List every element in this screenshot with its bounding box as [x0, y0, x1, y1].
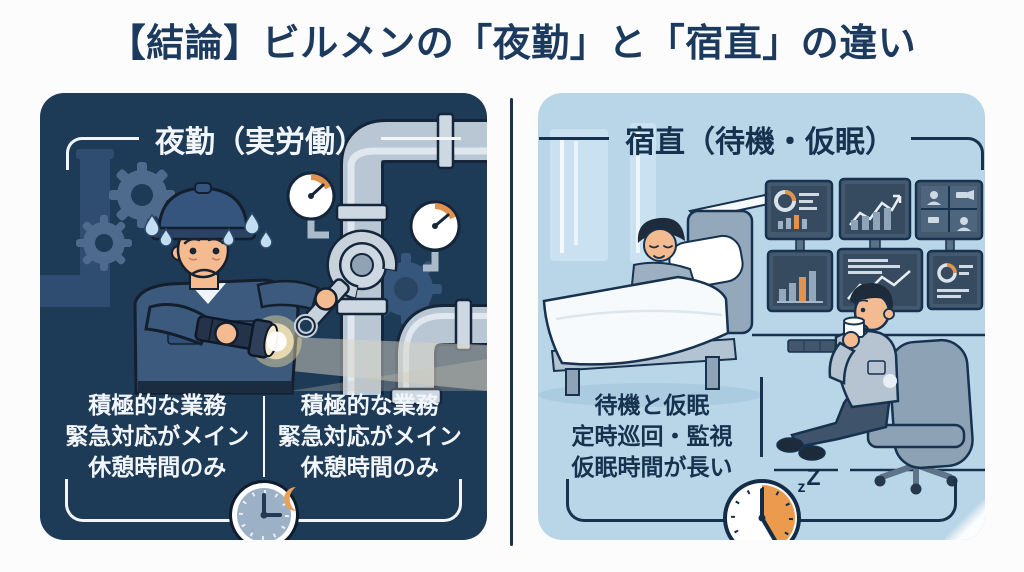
info-line: 定時巡回・監視 — [571, 423, 733, 449]
night-duty-title: 宿直（待機・仮眠） — [625, 125, 895, 159]
pipe-flanges — [335, 112, 473, 406]
wrench-icon — [293, 229, 398, 338]
security-camera-monitor — [914, 179, 984, 241]
info-line: 仮眠時間が長い — [571, 454, 733, 480]
night-shift-illustration — [40, 112, 487, 406]
panel-divider — [510, 98, 513, 546]
page-title: 【結論】ビルメンの「夜勤」と「宿直」の違い — [107, 23, 917, 65]
night-duty-info: 待機と仮眠 定時巡回・監視 仮眠時間が長い — [552, 390, 752, 483]
info-line: 緊急対応がメイン — [65, 423, 250, 449]
office-chair — [866, 338, 974, 495]
night-duty-panel: 宿直（待機・仮眠） 待機と仮眠 定時巡回・監視 仮眠時間が長い zZ — [538, 93, 985, 540]
info-line: 休憩時間のみ — [300, 454, 439, 480]
worried-face — [183, 237, 225, 276]
column-divider — [262, 396, 265, 477]
night-shift-title: 夜勤（実労働） — [155, 125, 365, 159]
info-column: 積極的な業務 緊急対応がメイン 休憩時間のみ — [52, 390, 263, 483]
night-shift-panel: 夜勤（実労働） 積極的な業務 緊急対応がメイン 休憩時間のみ 積極的な業務 緊急… — [40, 93, 487, 540]
info-line: 緊急対応がメイン — [277, 423, 462, 449]
sleep-z-large: Z — [806, 464, 821, 490]
bed-illustration — [538, 209, 762, 407]
info-column: 積極的な業務 緊急対応がメイン 休憩時間のみ — [265, 390, 476, 483]
night-duty-illustration — [538, 123, 985, 495]
nap-clock-icon — [722, 479, 801, 540]
monitor-screen — [764, 179, 834, 241]
pressure-gauge-icon — [286, 171, 336, 239]
sleep-zz-label: zZ — [797, 466, 821, 496]
gear-icon — [109, 162, 175, 228]
info-divider — [760, 377, 763, 457]
nap-time-sector — [761, 485, 795, 540]
night-duty-header: 宿直（待機・仮眠） — [538, 107, 985, 170]
monitor-screen — [926, 249, 984, 311]
gear-icon — [76, 215, 132, 271]
frame-corner — [66, 137, 139, 170]
sleep-z-small: z — [797, 479, 806, 496]
gear-icon — [370, 253, 442, 325]
clock-icon — [228, 480, 299, 540]
monitor-screen — [766, 249, 834, 313]
info-line: 積極的な業務 — [300, 392, 439, 418]
info-line: 休憩時間のみ — [88, 454, 227, 480]
window — [550, 123, 656, 263]
light-beam — [237, 335, 487, 391]
frame-line — [539, 137, 609, 140]
seated-worker — [776, 283, 900, 461]
night-shift-info-columns: 積極的な業務 緊急対応がメイン 休憩時間のみ 積極的な業務 緊急対応がメイン 休… — [52, 390, 475, 483]
pressure-gauge-icon — [409, 200, 461, 272]
frame-corner — [911, 137, 984, 170]
coffee-cup-icon — [842, 316, 869, 349]
info-line: 待機と仮眠 — [594, 392, 710, 418]
frame-line — [381, 137, 461, 140]
blanket — [542, 275, 730, 366]
info-line: 積極的な業務 — [88, 392, 227, 418]
night-shift-header: 夜勤（実労働） — [40, 107, 487, 170]
crescent-moon-icon — [283, 487, 296, 511]
monitor-screen — [838, 177, 912, 241]
sweat-drops — [144, 211, 273, 249]
flashlight-icon — [194, 315, 302, 368]
